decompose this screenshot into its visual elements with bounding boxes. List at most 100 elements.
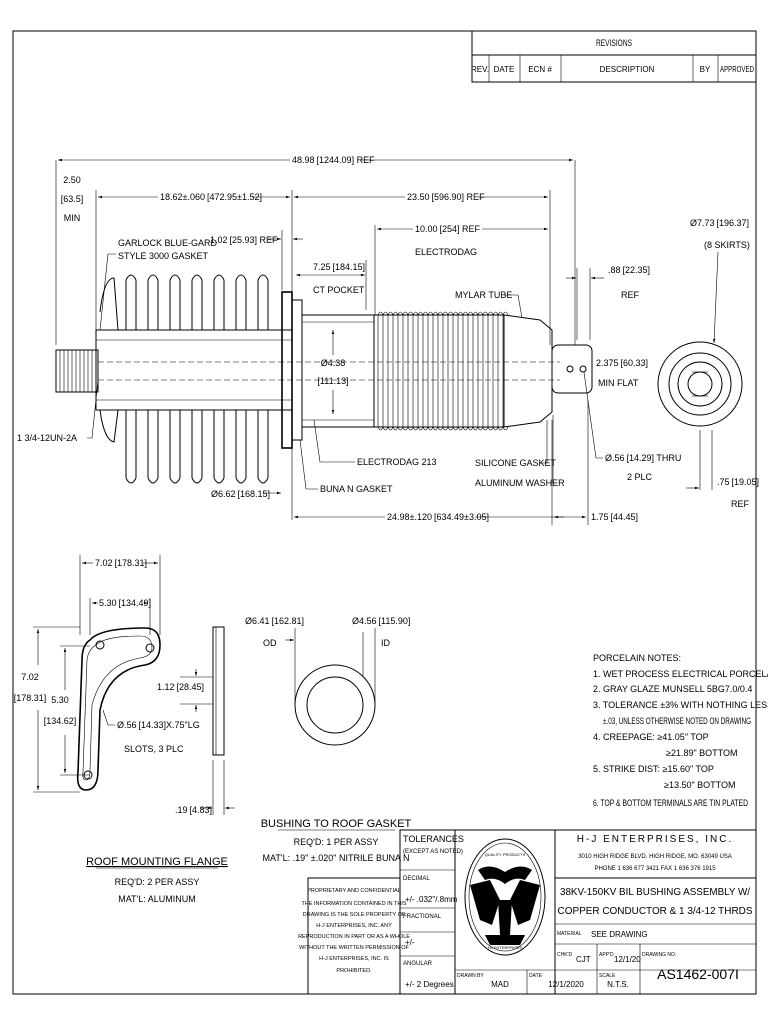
dim-min-flat: 2.375[60.33] [596, 358, 648, 368]
rib-line [482, 311, 489, 431]
revisions-table: REVISIONS REV. DATE ECN # DESCRIPTION BY… [471, 30, 757, 83]
electrodag-213-label: ELECTRODAG 213 [357, 457, 437, 467]
dim-flange-thickness: 1.02[25.93] REF [210, 235, 278, 245]
rib-line [452, 311, 459, 431]
garlock-gasket-label-2: STYLE 3000 GASKET [118, 251, 209, 261]
dim-gasket-id: Ø4.56[115.90] [352, 616, 410, 626]
rib-line [457, 311, 464, 431]
prop-line-5: REPRODUCTION IN PART OR AS A WHOLE [298, 934, 410, 940]
upper-ribs [377, 311, 509, 431]
dim-electrodag-length: 10.00[254] REF [415, 224, 481, 234]
checked-value: CJT [576, 955, 591, 964]
date-value: 12/1/2020 [548, 980, 584, 989]
company-logo-eagle: QUALITY PRODUCTS HJ ENTERPRISES [464, 838, 546, 956]
drawn-by-label: DRAWN BY [457, 973, 484, 979]
notes-line-1: 1. WET PROCESS ELECTRICAL PORCELAIN [593, 669, 768, 679]
dim-gasket-od: Ø6.41[162.81] [245, 616, 304, 626]
lower-sheds [99, 274, 269, 484]
part-description-2: COPPER CONDUCTOR & 1 3/4-12 THRDS [558, 906, 753, 917]
dim-min-flat-note: MIN FLAT [598, 378, 639, 388]
flange-outline [76, 627, 161, 791]
notes-line-3: 3. TOLERANCE ±3% WITH NOTHING LESS THAN [593, 700, 768, 710]
rev-header-date: DATE [494, 65, 515, 74]
date-label: DATE [529, 973, 543, 979]
rib-line [387, 311, 394, 431]
notes-line-2: 2. GRAY GLAZE MUNSELL 5BG7.0/0.4 [593, 684, 752, 694]
scale-value: N.T.S. [607, 980, 629, 989]
rev-header-by: BY [700, 65, 711, 74]
rib-line [472, 311, 479, 431]
flange-slot-count: SLOTS, 3 PLC [124, 744, 184, 754]
rib-line [497, 311, 504, 431]
roof-gasket-view: Ø6.41[162.81] OD Ø4.56[115.90] ID BUSHIN… [245, 616, 412, 863]
dim-flange-height-inner: 5.30 [51, 695, 69, 705]
thread-spec-label: 1 3/4-12UN-2A [17, 433, 77, 443]
dim-terminal-top: .88[22.35] [608, 265, 650, 275]
dim-center-diameter: Ø4.38 [321, 358, 346, 368]
rib-line [412, 311, 419, 431]
dim-lower-diameter: Ø6.62[168.15] [211, 489, 270, 499]
tol-sub: (EXCEPT AS NOTED) [403, 849, 463, 855]
drawing-number: AS1462-007I [657, 966, 739, 982]
tol-decimal: DECIMAL [403, 876, 430, 882]
rib-line [447, 311, 454, 431]
rib-line [492, 311, 499, 431]
dim-flange-height-outer: 7.02 [21, 672, 39, 682]
rib-line [432, 311, 439, 431]
company-address: 3010 HIGH RIDGE BLVD. HIGH RIDGE, MO. 63… [578, 854, 732, 860]
prop-line-4: H-J ENTERPRISES, INC. ANY [316, 923, 392, 929]
ct-pocket-label: CT POCKET [313, 285, 365, 295]
notes-line-5: 4. CREEPAGE: ≥41.05" TOP [593, 732, 709, 742]
dim-flange-side-thickness: .19[4.83] [175, 805, 212, 815]
flange-matl: MAT'L: ALUMINUM [118, 894, 196, 904]
prop-line-8: PROHIBITED. [336, 968, 372, 974]
buna-n-gasket-label: BUNA N GASKET [320, 484, 393, 494]
dim-upper-overall: 24.98±.120[634.49±3.05] [387, 512, 489, 522]
flange-side-view [212, 626, 225, 756]
company-name: H-J ENTERPRISES, INC. [577, 834, 733, 845]
dim-end-offset: .75[19.05] [717, 477, 759, 487]
dim-overall-length: 48.98[1244.09] REF [292, 155, 375, 165]
tol-fractional: FRACTIONAL [403, 914, 442, 920]
flange-req: REQ'D: 2 PER ASSY [115, 877, 200, 887]
skirt-count-label: (8 SKIRTS) [704, 240, 750, 250]
tol-decimal-value: +/- .032"/.8mm [405, 895, 458, 904]
dim-terminal-top-ref: REF [621, 290, 640, 300]
rib-line [417, 311, 424, 431]
bushing-main-view: 48.98[1244.09] REF 2.50 [63.5] MIN 18.62… [17, 155, 681, 525]
gasket-id-label: ID [381, 638, 391, 648]
rev-header-approved: APPROVED [720, 65, 754, 74]
notes-line-4: ±.03, UNLESS OTHERWISE NOTED ON DRAWING [603, 716, 751, 726]
part-description-1: 38KV-150KV BIL BUSHING ASSEMBLY W/ [560, 887, 750, 898]
dim-left-stub-mm: [63.5] [61, 194, 84, 204]
rib-line [442, 311, 449, 431]
company-phone: PHONE 1 636 677 3421 FAX 1 636 376 1915 [594, 866, 716, 872]
rib-line [392, 311, 399, 431]
material-value: SEE DRAWING [591, 930, 648, 939]
tol-angular: ANGULAR [403, 961, 433, 967]
dim-hole-count: 2 PLC [627, 472, 653, 482]
gasket-od-label: OD [263, 638, 277, 648]
top-terminal [551, 344, 593, 394]
dim-center-diameter-mm: [111.13] [317, 376, 348, 386]
prop-line-3: DRAWING IS THE SOLE PROPERTY OF [303, 912, 406, 918]
dim-end-offset-ref: REF [731, 499, 750, 509]
gasket-title: BUSHING TO ROOF GASKET [261, 818, 412, 830]
rev-header-ecn: ECN # [528, 65, 552, 74]
dim-terminal-length: 1.75[44.45] [591, 512, 638, 522]
dim-flange-side-height: 1.12[28.45] [157, 682, 204, 692]
rib-line [462, 311, 469, 431]
garlock-gasket-label-1: GARLOCK BLUE-GARD [118, 238, 218, 248]
rib-line [402, 311, 409, 431]
rib-line [382, 311, 389, 431]
notes-title: PORCELAIN NOTES: [593, 653, 681, 663]
notes-line-9: 6. TOP & BOTTOM TERMINALS ARE TIN PLATED [593, 798, 748, 808]
roof-flange-view: 7.02[178.31] 5.30[134.49] 7.02 [178.31] … [14, 555, 235, 904]
porcelain-notes: PORCELAIN NOTES: 1. WET PROCESS ELECTRIC… [593, 653, 768, 808]
silicone-gasket-label: SILICONE GASKET [475, 458, 557, 468]
mylar-tube-label: MYLAR TUBE [455, 290, 512, 300]
flange-title: ROOF MOUNTING FLANGE [86, 856, 228, 868]
tol-angular-value: +/- 2 Degrees [405, 980, 454, 989]
tol-fractional-value: +/- [405, 938, 415, 947]
